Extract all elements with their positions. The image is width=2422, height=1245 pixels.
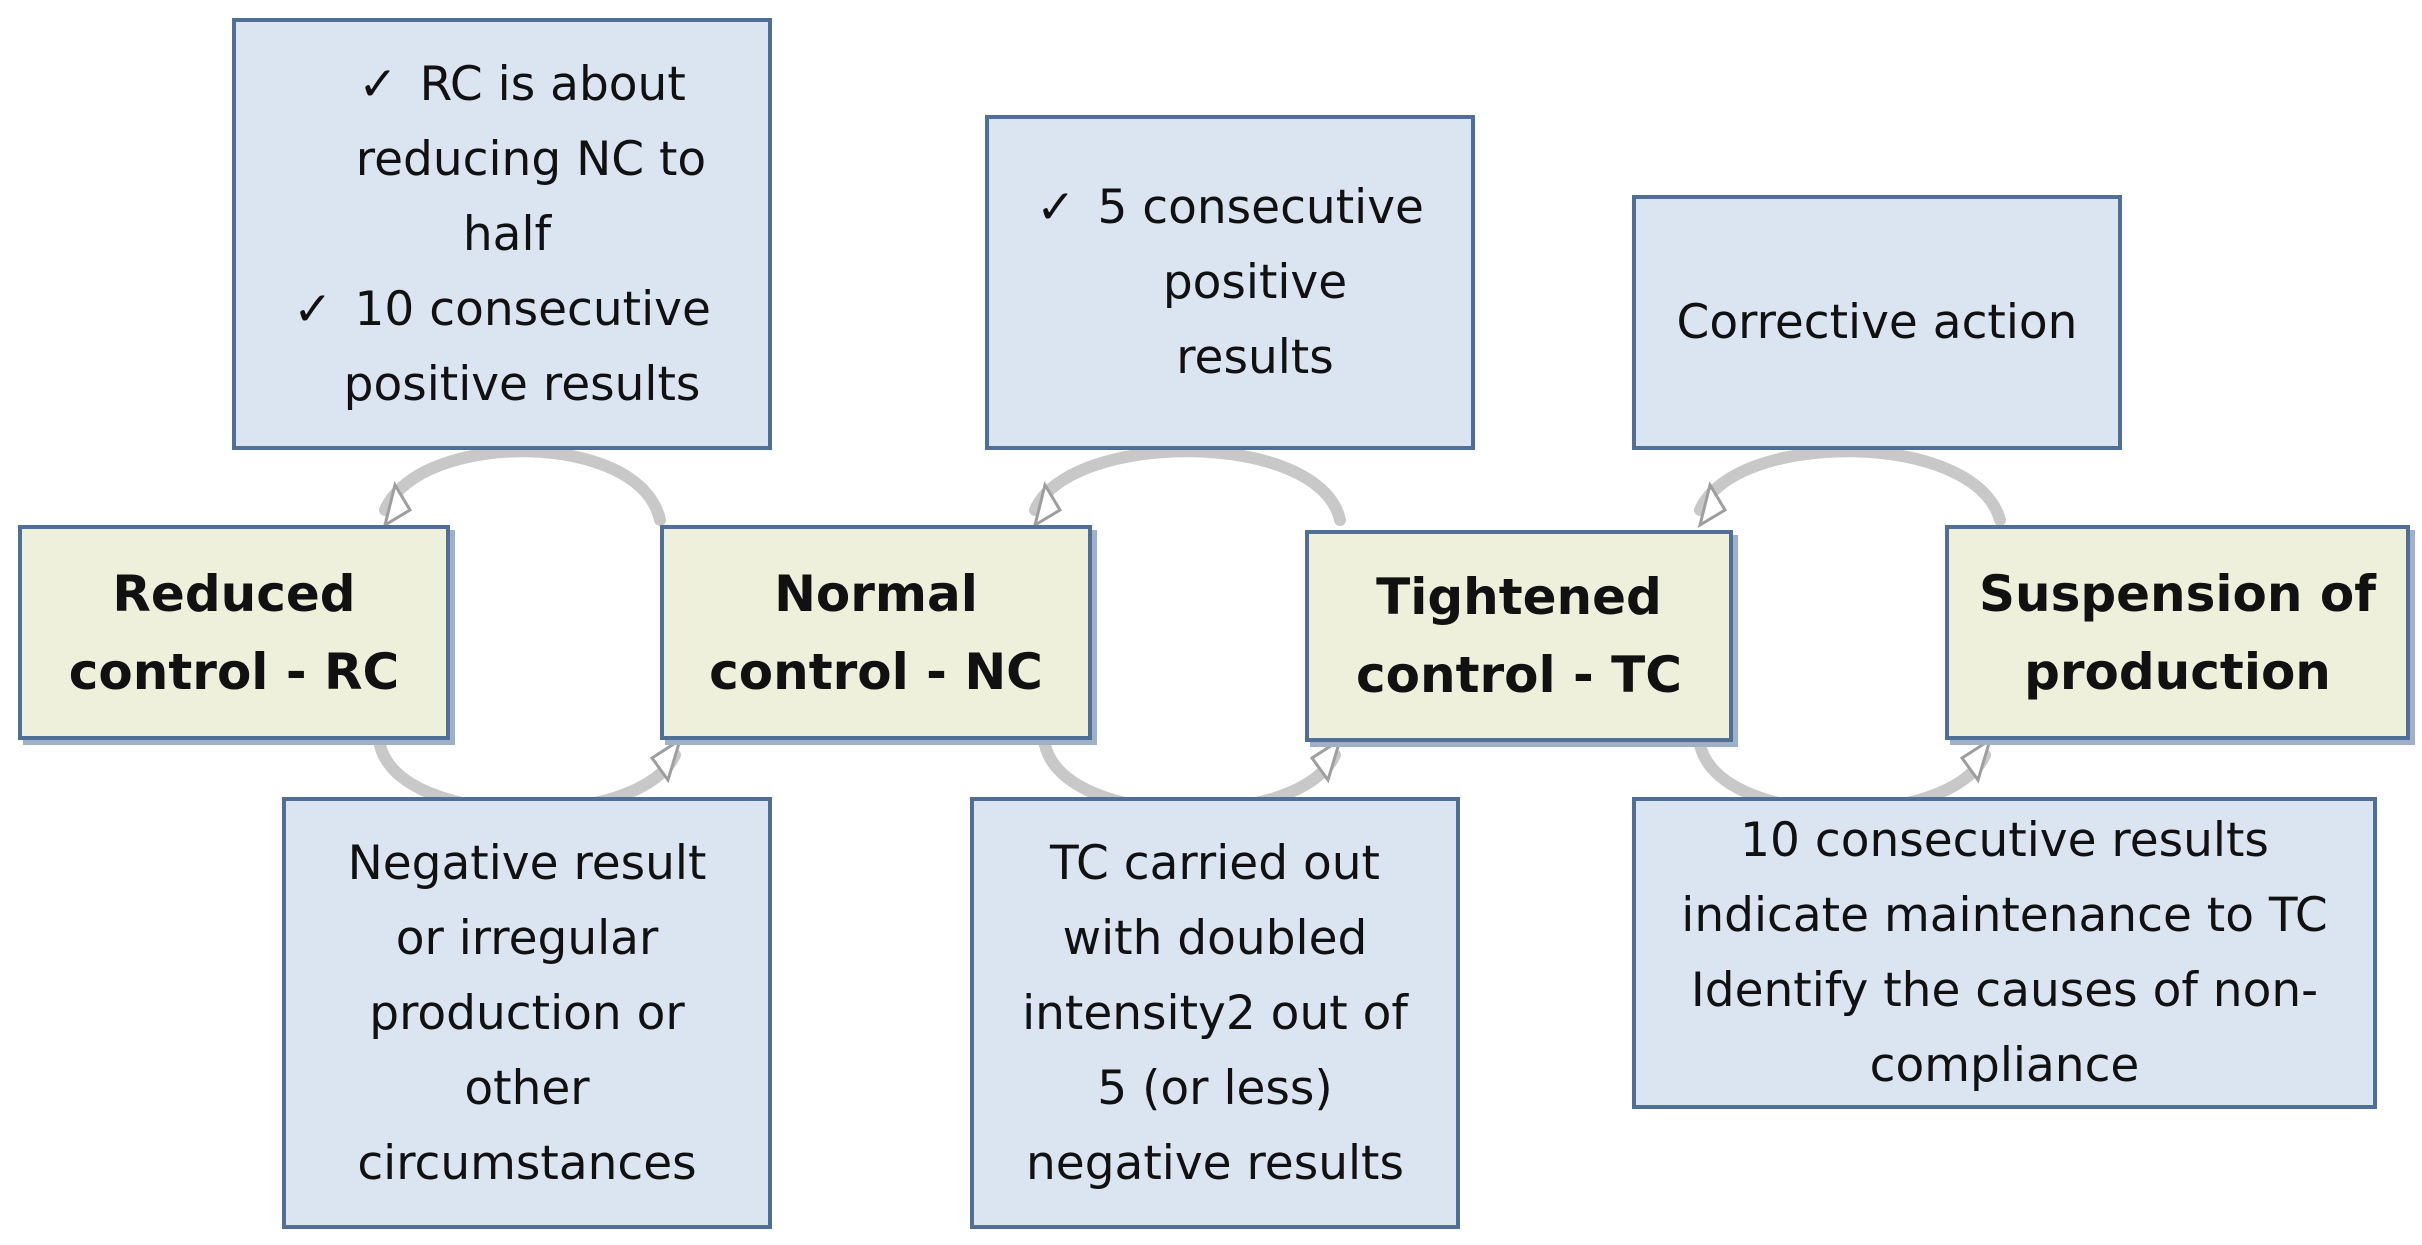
state-suspension: Suspension of production <box>1945 525 2410 740</box>
note-top-rc-item1-line3: half <box>462 206 552 262</box>
note-bottom-tc-line2: indicate maintenance to TC <box>1681 888 2328 943</box>
note-top-nc-line1: 5 consecutive <box>1097 180 1424 235</box>
note-bottom-nc-line3: intensity2 out of <box>1022 985 1408 1041</box>
note-bottom-nc: TC carried out with doubled intensity2 o… <box>970 797 1460 1229</box>
state-normal-label-1: Normal <box>774 564 978 623</box>
arrow-sp-to-tc <box>1694 445 2006 526</box>
note-top-rc-item1-line2: reducing NC to <box>355 131 707 187</box>
note-bottom-rc-line5: circumstances <box>357 1135 697 1191</box>
state-tightened-label-2: control - TC <box>1355 646 1682 704</box>
note-top-tc-line1: Corrective action <box>1676 295 2078 350</box>
note-bottom-rc-line3: production or <box>369 985 685 1041</box>
note-bottom-tc-line3: Identify the causes of non- <box>1690 963 2319 1018</box>
check-icon: ✓ <box>1036 180 1076 235</box>
state-reduced-label-1: Reduced <box>112 564 356 623</box>
note-bottom-rc-line1: Negative result <box>347 835 707 891</box>
arrowhead-nc-to-tc <box>1309 736 1343 784</box>
note-bottom-rc: Negative result or irregular production … <box>282 797 772 1229</box>
state-reduced-control: Reduced control - RC <box>18 525 450 740</box>
state-suspension-label-2: production <box>2024 642 2331 701</box>
state-reduced-label-2: control - RC <box>68 642 400 701</box>
note-top-nc-line2: positive <box>1162 255 1348 310</box>
note-bottom-tc: 10 consecutive results indicate maintena… <box>1632 797 2377 1109</box>
arrow-nc-to-rc <box>379 445 666 526</box>
state-suspension-label-1: Suspension of <box>1978 564 2377 623</box>
arrowhead-tc-to-sp <box>1959 736 1993 784</box>
note-bottom-nc-line2: with doubled <box>1062 910 1368 966</box>
note-top-rc-item1-line1: RC is about <box>419 56 686 112</box>
note-top-rc: ✓ RC is about reducing NC to half ✓ 10 con… <box>232 18 772 450</box>
note-bottom-rc-line2: or irregular <box>395 910 659 966</box>
note-top-nc-line3: results <box>1176 330 1334 385</box>
state-tightened-label-1: Tightened <box>1376 568 1662 626</box>
arrowhead-rc-to-nc <box>649 736 683 784</box>
arrowhead-tc-to-nc <box>1032 481 1063 529</box>
note-bottom-nc-line1: TC carried out <box>1050 835 1380 891</box>
state-normal-control: Normal control - NC <box>660 525 1092 740</box>
note-bottom-rc-line4: other <box>464 1060 590 1116</box>
arrowhead-sp-to-tc <box>1697 481 1728 529</box>
note-top-nc: ✓ 5 consecutive positive results <box>985 115 1475 450</box>
check-icon: ✓ <box>293 281 333 337</box>
note-bottom-nc-line4: 5 (or less) <box>1097 1060 1333 1116</box>
note-bottom-tc-line1: 10 consecutive results <box>1740 813 2269 868</box>
note-top-rc-item2-line1: 10 consecutive <box>354 281 711 337</box>
note-bottom-nc-line5: negative results <box>1026 1135 1404 1191</box>
note-top-rc-item2-line2: positive results <box>343 356 701 412</box>
arrow-tc-to-nc <box>1029 445 1346 526</box>
state-normal-label-2: control - NC <box>709 642 1043 701</box>
state-tightened-control: Tightened control - TC <box>1305 530 1733 742</box>
note-top-tc: Corrective action <box>1632 195 2122 450</box>
check-icon: ✓ <box>358 56 398 112</box>
arrowhead-nc-to-rc <box>382 481 413 529</box>
note-bottom-tc-line4: compliance <box>1869 1038 2140 1093</box>
